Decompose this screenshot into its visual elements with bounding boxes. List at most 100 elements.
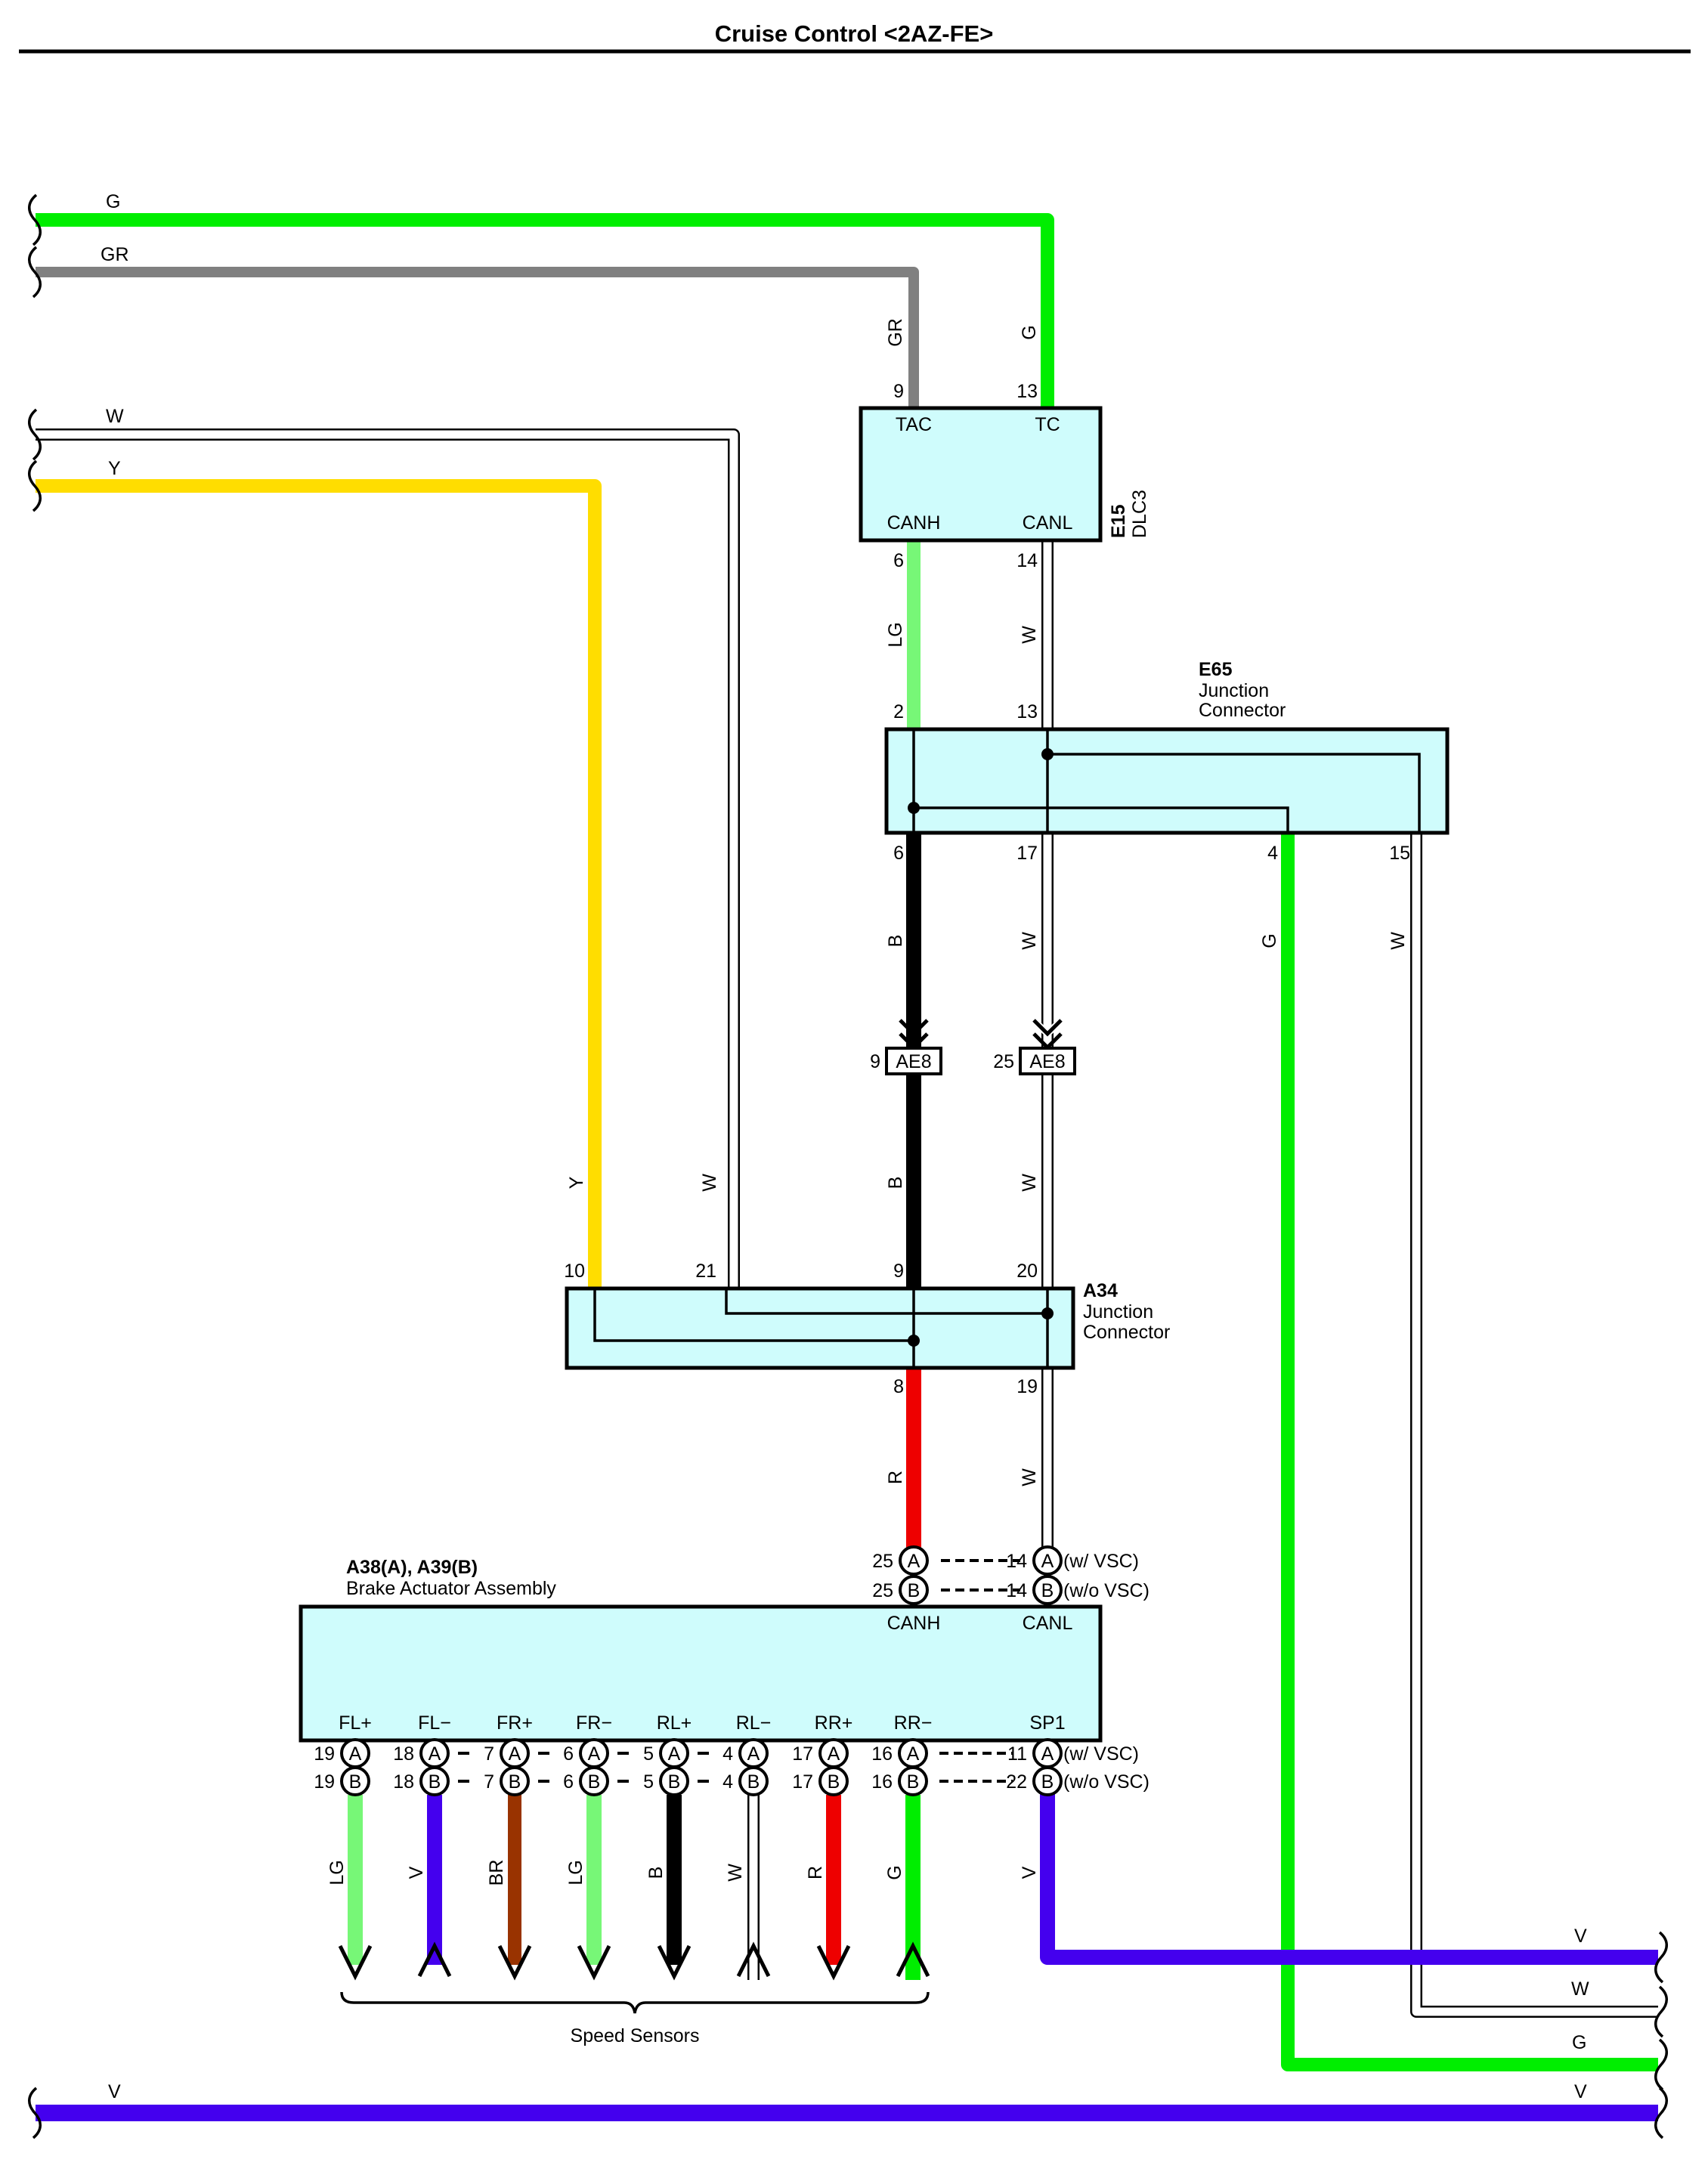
svg-text:R: R bbox=[885, 1471, 906, 1484]
page-title: Cruise Control <2AZ-FE> bbox=[715, 20, 994, 47]
svg-text:8: 8 bbox=[893, 1376, 904, 1397]
svg-text:B: B bbox=[668, 1771, 681, 1793]
svg-text:V: V bbox=[1574, 1926, 1587, 1947]
svg-text:A: A bbox=[1041, 1551, 1054, 1572]
wire-g-e65-4 bbox=[1281, 833, 1658, 2071]
svg-text:11: 11 bbox=[1007, 1743, 1027, 1765]
brake-bottom-pins: A B A B A B A B A B A B A B A B A B bbox=[340, 1738, 1063, 1796]
svg-text:RL+: RL+ bbox=[657, 1712, 692, 1734]
connector-a34: A34 Junction Connector 10 21 9 20 8 19 bbox=[564, 1261, 1170, 1397]
svg-text:Junction: Junction bbox=[1083, 1301, 1153, 1322]
svg-text:W: W bbox=[699, 1174, 720, 1192]
svg-text:14: 14 bbox=[1006, 1580, 1027, 1601]
svg-text:6: 6 bbox=[893, 550, 904, 571]
speed-sensors-label: Speed Sensors bbox=[571, 2025, 700, 2046]
svg-text:15: 15 bbox=[1389, 843, 1410, 864]
svg-text:R: R bbox=[805, 1866, 826, 1879]
svg-text:GR: GR bbox=[101, 244, 129, 265]
wire-v-sp1 bbox=[1040, 1791, 1658, 1965]
svg-text:W: W bbox=[1388, 932, 1409, 950]
svg-text:V: V bbox=[1019, 1866, 1040, 1879]
svg-text:RR−: RR− bbox=[894, 1712, 933, 1734]
svg-text:FL−: FL− bbox=[418, 1712, 451, 1734]
svg-text:4: 4 bbox=[1267, 843, 1278, 864]
svg-text:20: 20 bbox=[1016, 1261, 1038, 1282]
svg-text:6: 6 bbox=[563, 1771, 574, 1793]
svg-text:B: B bbox=[907, 1771, 920, 1793]
svg-text:B: B bbox=[885, 1177, 906, 1189]
svg-text:W: W bbox=[106, 406, 124, 427]
svg-text:RR+: RR+ bbox=[815, 1712, 853, 1734]
svg-text:18: 18 bbox=[393, 1771, 414, 1793]
svg-text:A: A bbox=[828, 1743, 840, 1765]
svg-text:W: W bbox=[1019, 1468, 1040, 1486]
svg-text:W: W bbox=[725, 1864, 746, 1882]
svg-text:13: 13 bbox=[1016, 701, 1038, 722]
svg-text:B: B bbox=[509, 1771, 521, 1793]
svg-text:13: 13 bbox=[1016, 381, 1038, 402]
svg-text:AE8: AE8 bbox=[1029, 1051, 1065, 1072]
svg-text:SP1: SP1 bbox=[1029, 1712, 1065, 1734]
svg-text:4: 4 bbox=[722, 1771, 733, 1793]
svg-text:25: 25 bbox=[872, 1551, 893, 1572]
svg-text:BR: BR bbox=[486, 1860, 507, 1886]
wire-labels: G GR W Y GR G LG W B W G W Y W B W R W V… bbox=[101, 191, 1589, 2102]
svg-text:10: 10 bbox=[564, 1261, 585, 1282]
svg-text:A38(A), A39(B): A38(A), A39(B) bbox=[346, 1557, 478, 1578]
svg-text:B: B bbox=[349, 1771, 362, 1793]
svg-text:W: W bbox=[1571, 1978, 1589, 2000]
svg-text:9: 9 bbox=[870, 1051, 880, 1072]
svg-text:(w/ VSC): (w/ VSC) bbox=[1063, 1551, 1139, 1572]
svg-text:A: A bbox=[588, 1743, 601, 1765]
svg-text:6: 6 bbox=[563, 1743, 574, 1765]
svg-text:V: V bbox=[1574, 2081, 1587, 2102]
svg-text:LG: LG bbox=[326, 1860, 348, 1885]
svg-text:16: 16 bbox=[871, 1743, 893, 1765]
svg-text:19: 19 bbox=[1016, 1376, 1038, 1397]
svg-text:16: 16 bbox=[871, 1771, 893, 1793]
connector-ae8: AE8 AE8 9 25 bbox=[870, 1017, 1076, 1075]
svg-text:19: 19 bbox=[314, 1743, 335, 1765]
svg-text:Y: Y bbox=[566, 1176, 587, 1189]
svg-text:CANH: CANH bbox=[887, 1613, 941, 1634]
svg-text:RL−: RL− bbox=[736, 1712, 772, 1734]
svg-text:Brake Actuator Assembly: Brake Actuator Assembly bbox=[346, 1578, 556, 1599]
connector-e65: E65 Junction Connector 2 13 6 17 4 15 bbox=[884, 659, 1450, 864]
svg-text:W: W bbox=[1019, 626, 1040, 644]
svg-text:A: A bbox=[907, 1743, 920, 1765]
svg-text:Junction: Junction bbox=[1199, 680, 1269, 701]
svg-text:B: B bbox=[588, 1771, 601, 1793]
svg-text:7: 7 bbox=[484, 1743, 494, 1765]
wire-gr-top bbox=[36, 267, 919, 408]
svg-text:14: 14 bbox=[1006, 1551, 1027, 1572]
svg-text:FL+: FL+ bbox=[339, 1712, 372, 1734]
svg-text:FR+: FR+ bbox=[497, 1712, 533, 1734]
svg-text:25: 25 bbox=[872, 1580, 893, 1601]
svg-text:25: 25 bbox=[993, 1051, 1014, 1072]
svg-text:A: A bbox=[747, 1743, 760, 1765]
svg-text:FR−: FR− bbox=[576, 1712, 612, 1734]
connector-e15-dlc3: TAC TC CANH CANL 9 13 6 14 E15 DLC3 bbox=[859, 381, 1150, 571]
svg-text:A: A bbox=[509, 1743, 521, 1765]
svg-text:9: 9 bbox=[893, 1261, 904, 1282]
svg-text:19: 19 bbox=[314, 1771, 335, 1793]
svg-text:GR: GR bbox=[885, 318, 906, 347]
svg-text:17: 17 bbox=[792, 1771, 813, 1793]
svg-text:V: V bbox=[406, 1866, 427, 1879]
brake-can-pins: A B A B 25 25 14 14 (w/ VSC) (w/o VSC) bbox=[872, 1545, 1149, 1605]
speed-sensors-brace: Speed Sensors bbox=[340, 1991, 930, 2046]
svg-text:TAC: TAC bbox=[896, 414, 932, 435]
svg-text:B: B bbox=[1041, 1580, 1054, 1601]
wire-w-e65-15 bbox=[1410, 833, 1658, 2018]
svg-text:LG: LG bbox=[885, 622, 906, 647]
svg-text:B: B bbox=[645, 1867, 667, 1879]
svg-text:5: 5 bbox=[643, 1743, 654, 1765]
svg-text:B: B bbox=[1041, 1771, 1054, 1793]
svg-text:LG: LG bbox=[565, 1860, 586, 1885]
e15-id: E15 bbox=[1108, 504, 1129, 538]
svg-text:17: 17 bbox=[792, 1743, 813, 1765]
wire-y-a34-10 bbox=[36, 479, 602, 1288]
svg-text:A: A bbox=[349, 1743, 362, 1765]
svg-text:AE8: AE8 bbox=[896, 1051, 931, 1072]
